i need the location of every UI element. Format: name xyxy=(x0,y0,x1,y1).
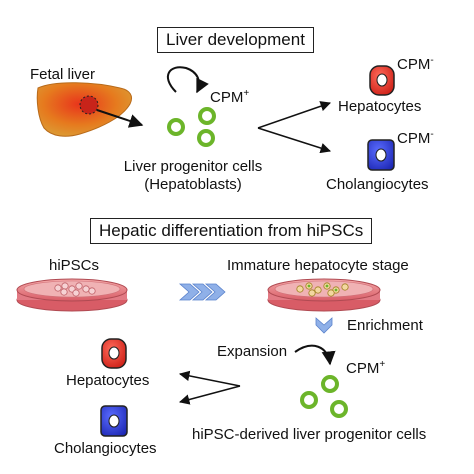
enrichment-chevron-icon xyxy=(315,317,333,334)
to-cholangiocyte-arrow-2 xyxy=(178,385,241,405)
fetal-liver-label: Fetal liver xyxy=(30,66,96,83)
progenitor-cells-2 xyxy=(300,375,348,418)
immature-dish-icon xyxy=(267,278,381,312)
hepatocytes-label-1: Hepatocytes xyxy=(338,98,422,115)
chevron-arrows-icon xyxy=(178,283,226,301)
self-renewal-arrow-2 xyxy=(294,344,336,366)
to-cholangiocyte-arrow xyxy=(257,127,332,154)
progenitor-label-line2: (Hepatoblasts) xyxy=(144,176,242,193)
cholangiocyte-cpm-minus-label: CPM- xyxy=(397,129,434,148)
to-hepatocyte-arrow xyxy=(257,101,331,129)
progenitor-label-line1: Liver progenitor cells xyxy=(123,158,263,175)
hepatocyte-cpm-minus-label: CPM- xyxy=(397,55,434,74)
liver-to-progenitor-arrow xyxy=(96,109,144,128)
cpm-plus-label-2: CPM+ xyxy=(346,359,386,378)
liver-development-title: Liver development xyxy=(157,27,314,53)
immature-stage-label: Immature hepatocyte stage xyxy=(227,257,409,274)
to-hepatocyte-arrow-2 xyxy=(178,370,241,387)
hepatocytes-label-2: Hepatocytes xyxy=(66,372,150,389)
fetal-liver-icon xyxy=(36,82,133,137)
self-renewal-arrow-1 xyxy=(166,66,209,94)
hipscs-label: hiPSCs xyxy=(49,257,100,274)
progenitor-cells-1 xyxy=(167,107,216,147)
cholangiocytes-label-1: Cholangiocytes xyxy=(326,176,429,193)
enrichment-label: Enrichment xyxy=(347,317,423,334)
hipscs-dish-icon xyxy=(16,278,128,312)
cholangiocyte-cell-1 xyxy=(367,139,395,171)
expansion-label: Expansion xyxy=(217,343,288,360)
cpm-plus-label-1: CPM+ xyxy=(210,88,250,107)
cholangiocytes-label-2: Cholangiocytes xyxy=(54,440,157,457)
cholangiocyte-cell-2 xyxy=(100,405,128,437)
hipsc-derived-progenitor-label: hiPSC-derived liver progenitor cells xyxy=(192,426,427,443)
hepatocyte-cell-2 xyxy=(101,338,127,369)
hepatocyte-cell-1 xyxy=(369,65,395,96)
hepatic-differentiation-title: Hepatic differentiation from hiPSCs xyxy=(90,218,373,244)
